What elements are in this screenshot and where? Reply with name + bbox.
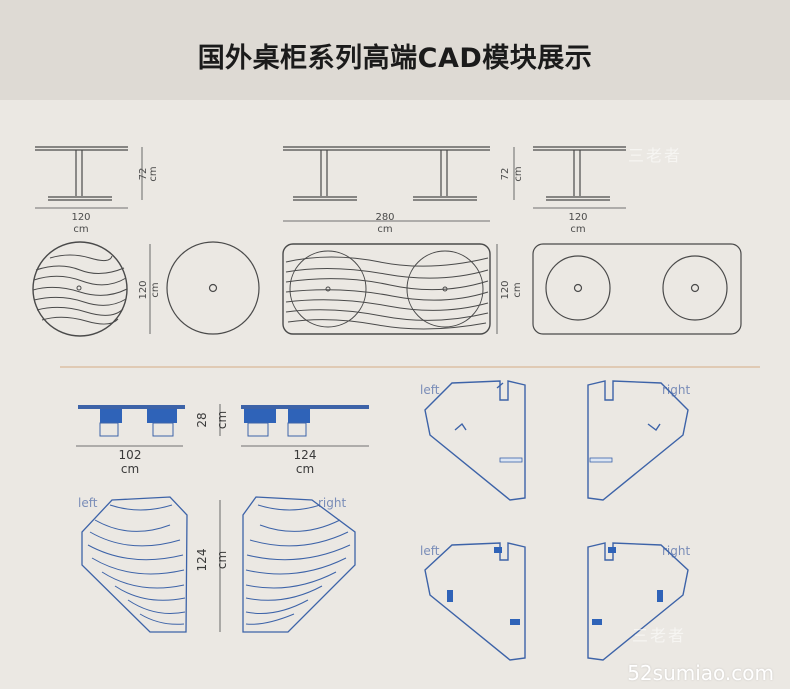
- plan-outline-right-top: [587, 380, 689, 501]
- plan-round-wood: [32, 241, 128, 337]
- dim-width-1: 120: [71, 212, 90, 223]
- plan-round-plain: [166, 241, 260, 335]
- dim-depth-2: 120: [500, 280, 511, 299]
- dim-depth-unit-2: cm: [512, 282, 523, 297]
- dim-height-1: 72: [138, 168, 149, 181]
- elevation-long-table: [283, 146, 490, 222]
- site-watermark: 52sumiao.com: [627, 661, 774, 685]
- elevation-round-table: [35, 146, 143, 209]
- dim-unit-2: cm: [377, 224, 392, 235]
- dim-coffee-height: 28: [195, 412, 209, 427]
- plan-long-plain: [532, 243, 742, 335]
- dim-width-3: 120: [568, 212, 587, 223]
- dim-depth-1: 120: [138, 280, 149, 299]
- ghost-watermark-top: 三老者: [628, 146, 683, 165]
- plan-outline-right-bottom: [587, 542, 689, 661]
- dim-height-unit-3: cm: [513, 166, 524, 181]
- dim-unit-3: cm: [570, 224, 585, 235]
- plan-long-wood: [282, 243, 491, 335]
- dim-coffee-depth: 124: [195, 549, 209, 572]
- plan-coffee-left-wood: [81, 496, 188, 633]
- dim-coffee-width-1: 102: [119, 448, 142, 462]
- page-title: 国外桌柜系列高端CAD模块展示: [197, 43, 593, 74]
- header-band: 国外桌柜系列高端CAD模块展示: [0, 0, 790, 100]
- dim-height-unit-1: cm: [148, 166, 159, 181]
- dim-unit-1: cm: [73, 224, 88, 235]
- elevation-coffee-left: [76, 405, 185, 447]
- elevation-coffee-right: [241, 405, 369, 447]
- dim-coffee-height-unit: cm: [215, 411, 229, 429]
- dim-width-2: 280: [375, 212, 394, 223]
- dim-coffee-unit-1: cm: [121, 462, 139, 476]
- label-right-wood: right: [318, 496, 346, 510]
- plan-coffee-right-wood: [242, 496, 356, 633]
- label-left-top: left: [420, 383, 440, 397]
- plan-outline-left-top: [424, 380, 526, 501]
- plan-outline-left-bottom: [424, 542, 526, 661]
- ghost-watermark-bottom: 三老者: [632, 626, 687, 645]
- label-left-bottom: left: [420, 544, 440, 558]
- dim-height-3: 72: [500, 168, 511, 181]
- dim-coffee-width-2: 124: [294, 448, 317, 462]
- dim-coffee-unit-2: cm: [296, 462, 314, 476]
- dim-depth-unit-1: cm: [150, 282, 161, 297]
- label-right-bottom: right: [662, 544, 690, 558]
- elevation-round-table-2: [513, 146, 626, 209]
- label-left-wood: left: [78, 496, 98, 510]
- label-right-top: right: [662, 383, 690, 397]
- dim-coffee-depth-unit: cm: [215, 551, 229, 569]
